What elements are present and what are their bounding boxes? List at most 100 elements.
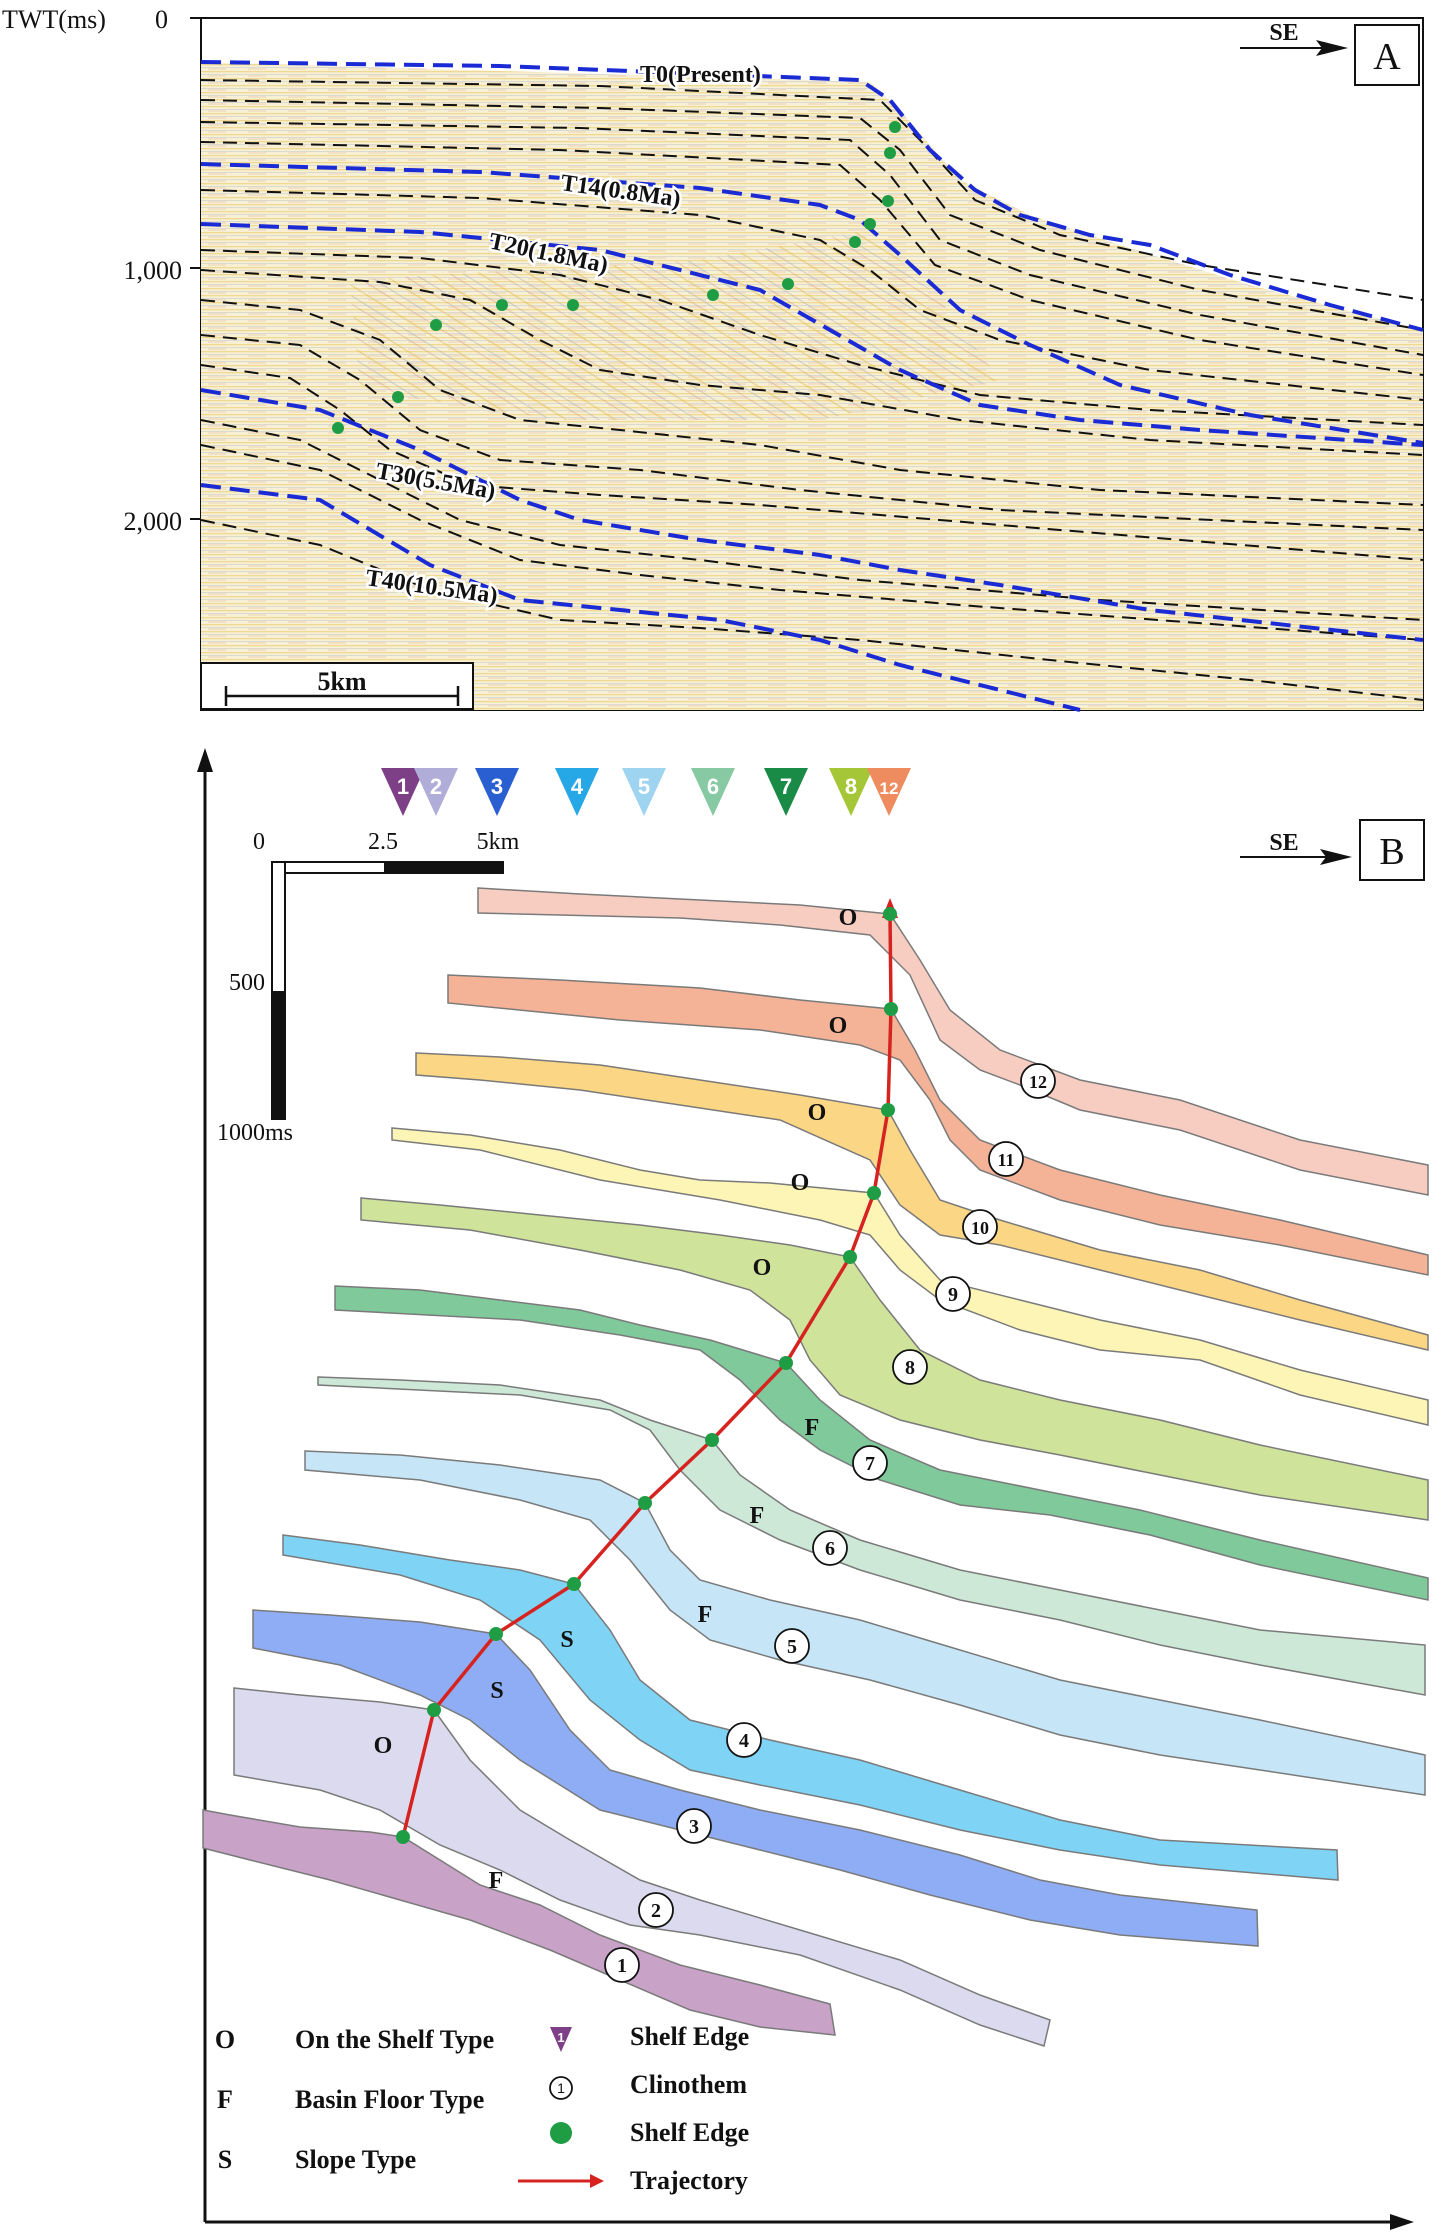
clinothem-band-4	[282, 1534, 1339, 1881]
marker-number: 1	[397, 774, 409, 799]
y-axis-title: TWT(ms)	[2, 5, 106, 34]
h-scale-bar-white	[271, 861, 386, 874]
panel-letter-b: B	[1379, 831, 1404, 873]
arrow-right-icon	[1390, 2214, 1414, 2230]
horizon-t0	[200, 60, 1424, 332]
clinothem-number-circle	[676, 1808, 712, 1844]
clinothem-number-11: 11	[997, 1150, 1014, 1170]
clinothem-type-1: F	[489, 1868, 504, 1894]
scale-tick-2.5: 2.5	[368, 829, 398, 855]
scale-tick-0: 0	[253, 829, 265, 855]
clinothem-type-6: F	[750, 1503, 765, 1529]
marker-number: 4	[571, 774, 584, 799]
legend-circle-icon	[549, 2076, 573, 2100]
marker-number: 2	[430, 774, 442, 799]
legend-s-letter: S	[218, 2145, 232, 2174]
reflector-line	[200, 141, 1424, 376]
shelf-edge-dot	[396, 1830, 410, 1844]
arrow-head-icon	[1316, 40, 1348, 56]
h-scale-bar-black	[384, 861, 504, 874]
triangle-marker-icon	[691, 768, 735, 816]
triangle-marker-icon	[622, 768, 666, 816]
clinothem-number-6: 6	[825, 1538, 835, 1560]
clinothem-number-circle	[962, 1209, 998, 1245]
shelf-edge-dot	[884, 147, 896, 159]
legend-line-arrow-icon	[590, 2174, 604, 2188]
clinothem-type-9: O	[791, 1170, 810, 1196]
reflector-line	[200, 249, 1424, 426]
clinothem-number-circle	[1020, 1063, 1056, 1099]
shelf-edge-dot	[638, 1496, 652, 1510]
y-tick-0: 0	[155, 5, 168, 34]
shelf-edge-dot	[707, 289, 719, 301]
shelf-edge-dot	[567, 1577, 581, 1591]
shelf-edge-dot	[496, 299, 508, 311]
clinothem-number-circle	[852, 1445, 888, 1481]
reflector-line	[200, 269, 1424, 456]
shelf-edge-dot	[782, 278, 794, 290]
clinothem-number-circle	[812, 1530, 848, 1566]
panel-letter-box	[1354, 24, 1420, 86]
shelf-edge-points	[396, 907, 898, 1844]
clinothem-number-10: 10	[971, 1218, 989, 1238]
clinothem-band-12	[477, 887, 1429, 1196]
legend: O On the Shelf Type F Basin Floor Type S…	[215, 2022, 749, 2195]
clinothem-number-3: 3	[689, 1816, 699, 1838]
scale-box	[200, 662, 474, 710]
shelf-edge-dot	[849, 236, 861, 248]
panel-letter-box	[1359, 819, 1425, 881]
clinothem-number-5: 5	[787, 1636, 797, 1658]
scale-tick-5km: 5km	[477, 829, 520, 855]
marker-number: 12	[880, 779, 899, 798]
shelf-edge-dot	[392, 391, 404, 403]
legend-marker-text: Shelf Edge	[630, 2022, 749, 2051]
marker-number: 8	[845, 774, 857, 799]
clinothem-band-10	[415, 1052, 1429, 1351]
clinothem-type-12: O	[839, 905, 858, 931]
clinothem-band-6	[317, 1376, 1426, 1696]
marker-number: 5	[638, 774, 650, 799]
reflector-lines	[200, 79, 1424, 701]
v-scale-bar-white	[271, 861, 286, 993]
trajectory-marker-3: 3	[475, 768, 519, 816]
trajectory-marker-2: 2	[414, 768, 458, 816]
clinothem-number-4: 4	[739, 1730, 749, 1752]
reflector-line	[200, 121, 1424, 356]
shelf-edge-dot	[884, 1002, 898, 1016]
legend-circle-text: Clinothem	[630, 2070, 747, 2099]
shelf-edge-dot	[430, 319, 442, 331]
shelf-edge-dot	[881, 1103, 895, 1117]
clinothem-type-2: O	[374, 1733, 393, 1759]
clinothem-number-circle	[774, 1628, 810, 1664]
shelf-edge-dot	[705, 1433, 719, 1447]
shelf-edge-dot	[427, 1703, 441, 1717]
direction-label: SE	[1269, 830, 1298, 856]
shelf-edge-dot	[864, 218, 876, 230]
triangle-marker-icon	[414, 768, 458, 816]
clinothem-type-7: F	[805, 1415, 820, 1441]
reflector-line	[200, 419, 1424, 621]
clinothem-band-1	[202, 1809, 836, 2036]
shelf-edge-dot	[843, 1250, 857, 1264]
reflector-line	[200, 364, 1424, 561]
shelf-edge-dot	[882, 195, 894, 207]
clinothem-type-8: O	[753, 1255, 772, 1281]
trajectory-marker-6: 6	[691, 768, 735, 816]
legend-marker-icon	[550, 2027, 572, 2052]
clinothem-band-3	[252, 1609, 1259, 1947]
clinothem-number-circle	[726, 1722, 762, 1758]
shelf-edge-dot	[489, 1627, 503, 1641]
clinothem-type-11: O	[829, 1013, 848, 1039]
clinothem-number-12: 12	[1029, 1072, 1047, 1092]
clinothem-number-1: 1	[617, 1955, 627, 1977]
clinothem-type-4: S	[560, 1627, 573, 1653]
triangle-marker-icon	[867, 768, 911, 816]
reflector-line	[200, 444, 1424, 641]
clinothem-number-circle	[988, 1141, 1024, 1177]
arrow-head-icon	[1320, 849, 1352, 865]
clinothem-number-circle	[604, 1947, 640, 1983]
reflector-line	[200, 79, 1424, 301]
triangle-marker-icon	[381, 768, 425, 816]
